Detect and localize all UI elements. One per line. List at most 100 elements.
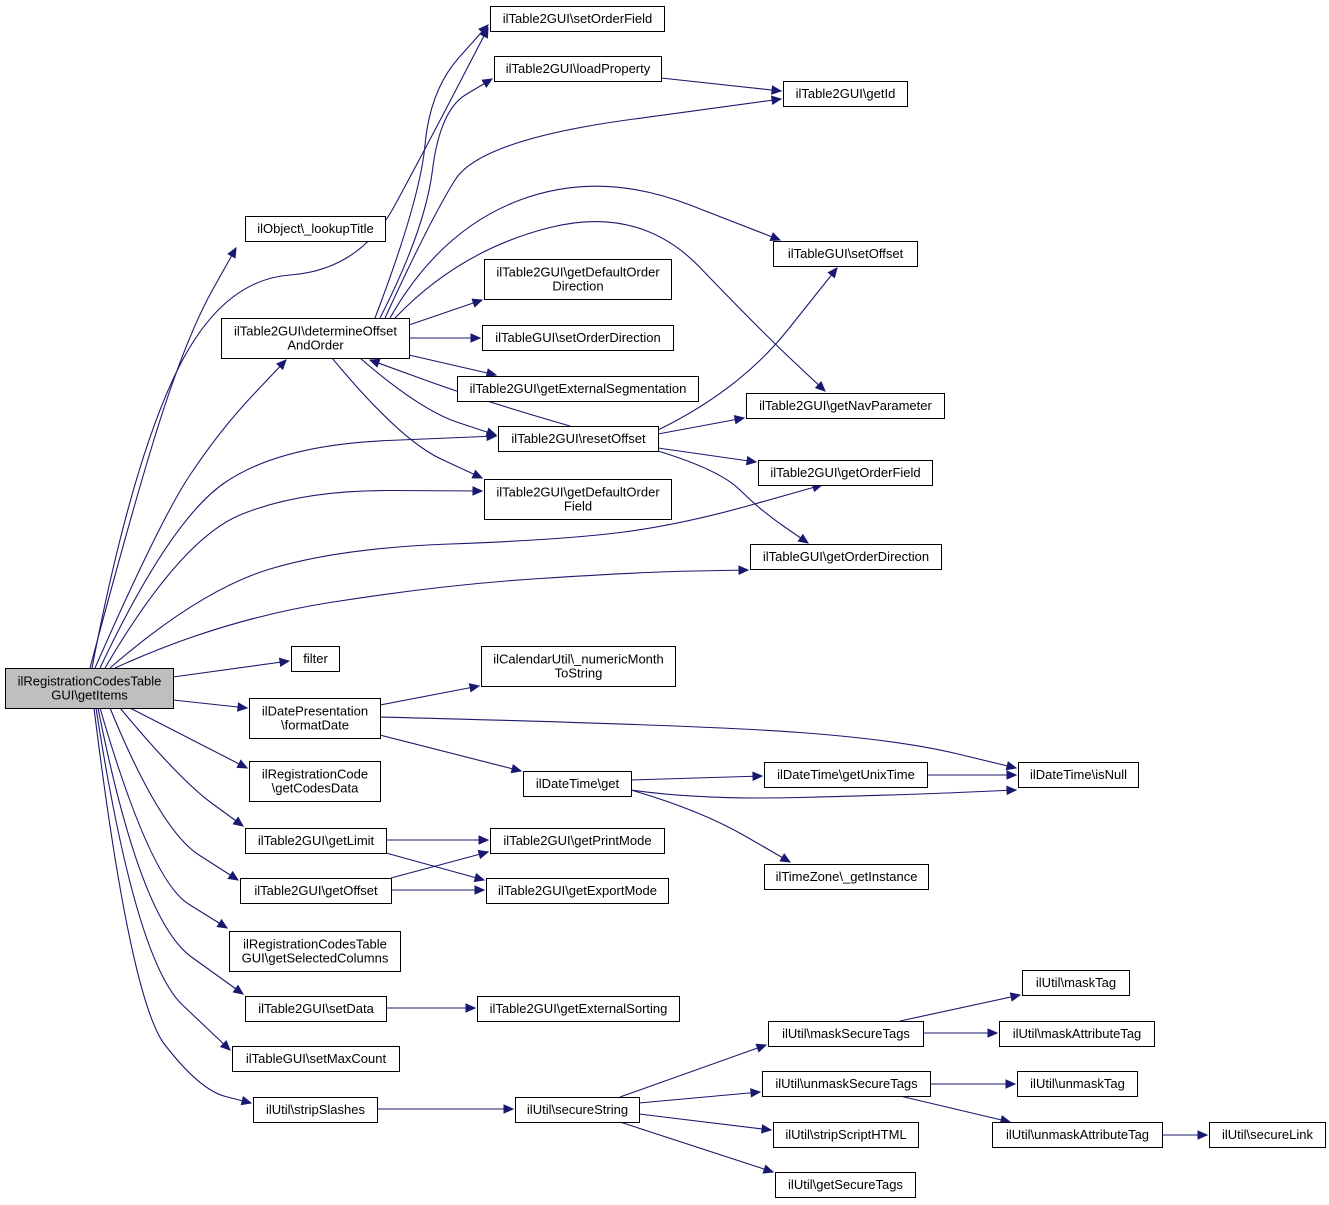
edge-stripSlashes-to-secureString [377, 1104, 515, 1114]
node-resetOffset[interactable]: ilTable2GUI\resetOffset [498, 426, 659, 452]
edge-line [657, 447, 757, 463]
node-setOffset[interactable]: ilTableGUI\setOffset [773, 241, 918, 267]
node-label: \getCodesData [272, 781, 359, 796]
node-stripSlashes[interactable]: ilUtil\stripSlashes [253, 1097, 378, 1123]
edge-line [379, 78, 493, 319]
node-getPrintMode[interactable]: ilTable2GUI\getPrintMode [490, 828, 665, 854]
node-label: ilTable2GUI\getLimit [258, 833, 375, 848]
node-filter[interactable]: filter [291, 646, 340, 672]
node-unmaskSecureTags[interactable]: ilUtil\unmaskSecureTags [762, 1071, 931, 1097]
arrowhead [752, 771, 764, 782]
node-label: ilUtil\unmaskTag [1030, 1076, 1125, 1091]
node-formatDate[interactable]: ilDatePresentation\formatDate [249, 698, 381, 739]
node-getId[interactable]: ilTable2GUI\getId [783, 81, 908, 107]
edge-line [114, 569, 749, 669]
edge-line [379, 716, 1017, 769]
node-maskSecureTags[interactable]: ilUtil\maskSecureTags [768, 1021, 924, 1047]
arrowhead [1005, 1079, 1017, 1089]
node-getLimit[interactable]: ilTable2GUI\getLimit [245, 828, 387, 854]
node-box [498, 426, 659, 452]
edge-determineOffset-to-setOrderField [374, 24, 489, 319]
node-getCodesData[interactable]: ilRegistrationCode\getCodesData [249, 761, 381, 802]
node-getSelectedColumns[interactable]: ilRegistrationCodesTableGUI\getSelectedC… [229, 931, 401, 972]
node-maskTag[interactable]: ilUtil\maskTag [1022, 970, 1130, 996]
edge-getOffset-to-getExportMode [391, 885, 486, 895]
edge-resetOffset-to-getOrderField [657, 447, 758, 466]
arrowhead [473, 872, 486, 883]
edge-line [104, 489, 483, 669]
node-stripScriptHTML[interactable]: ilUtil\stripScriptHTML [773, 1122, 919, 1148]
arrowhead [478, 24, 489, 36]
node-setData[interactable]: ilTable2GUI\setData [245, 996, 387, 1022]
node-getExternalSegmentation[interactable]: ilTable2GUI\getExternalSegmentation [457, 376, 699, 402]
node-setOrderField[interactable]: ilTable2GUI\setOrderField [490, 6, 665, 32]
arrowhead [1006, 785, 1018, 796]
node-getOrderDirection[interactable]: ilTableGUI\getOrderDirection [750, 544, 942, 570]
arrowhead [232, 816, 244, 827]
node-box [515, 1097, 640, 1123]
arrowhead [237, 702, 249, 712]
node-label: ilUtil\maskSecureTags [782, 1026, 910, 1041]
arrowhead [468, 683, 481, 693]
node-loadProperty[interactable]: ilTable2GUI\loadProperty [494, 56, 662, 82]
arrowhead [240, 1096, 253, 1106]
node-label: ilDateTime\getUnixTime [777, 767, 915, 782]
node-unmaskAttributeTag[interactable]: ilUtil\unmaskAttributeTag [992, 1122, 1163, 1148]
arrowhead [771, 85, 783, 95]
node-getExternalSorting[interactable]: ilTable2GUI\getExternalSorting [477, 996, 680, 1022]
node-isNull[interactable]: ilDateTime\isNull [1018, 762, 1139, 788]
arrowhead [471, 298, 484, 308]
edge-root-to-determineOffset [94, 359, 287, 669]
arrowhead [770, 95, 783, 106]
node-secureString[interactable]: ilUtil\secureString [515, 1097, 640, 1123]
node-label: ilTableGUI\setMaxCount [246, 1051, 387, 1066]
node-box [482, 325, 674, 351]
arrowhead [227, 246, 237, 259]
node-box [783, 81, 908, 107]
node-box [775, 1172, 916, 1198]
node-label: ilTable2GUI\getExportMode [498, 883, 657, 898]
node-setOrderDirection[interactable]: ilTableGUI\setOrderDirection [482, 325, 674, 351]
edge-line [331, 357, 483, 479]
edge-line [630, 789, 791, 863]
edge-line [109, 707, 239, 881]
node-label: ilTable2GUI\getExternalSegmentation [470, 381, 687, 396]
edge-setData-to-getExternalSorting [386, 1003, 477, 1013]
node-label: ilTable2GUI\getOffset [254, 883, 378, 898]
arrowhead [1197, 1130, 1209, 1140]
node-setMaxCount[interactable]: ilTableGUI\setMaxCount [232, 1046, 400, 1072]
node-label: \formatDate [281, 718, 349, 733]
edge-unmaskSecureTags-to-unmaskAttributeTag [899, 1095, 1012, 1125]
node-getExportMode[interactable]: ilTable2GUI\getExportMode [486, 878, 669, 904]
node-lookupTitle[interactable]: ilObject\_lookupTitle [245, 216, 386, 242]
node-unmaskTag[interactable]: ilUtil\unmaskTag [1017, 1071, 1138, 1097]
node-getUnixTime[interactable]: ilDateTime\getUnixTime [764, 762, 928, 788]
node-label: ilTable2GUI\getId [796, 86, 896, 101]
edge-secureString-to-maskSecureTags [619, 1043, 768, 1098]
edge-line [389, 185, 781, 319]
edge-line [657, 417, 745, 435]
node-maskAttributeTag[interactable]: ilUtil\maskAttributeTag [999, 1021, 1155, 1047]
node-label: ToString [555, 666, 603, 681]
edge-line [390, 851, 489, 879]
node-getOffset[interactable]: ilTable2GUI\getOffset [240, 878, 392, 904]
node-getSecureTags[interactable]: ilUtil\getSecureTags [775, 1172, 916, 1198]
node-label: ilTable2GUI\getNavParameter [759, 398, 932, 413]
node-getNavParameter[interactable]: ilTable2GUI\getNavParameter [746, 393, 945, 419]
node-secureLink[interactable]: ilUtil\secureLink [1209, 1122, 1326, 1148]
arrowhead [1009, 992, 1022, 1002]
node-box [773, 241, 918, 267]
edge-root-to-lookupTitle [89, 246, 237, 669]
node-label: ilTable2GUI\getDefaultOrder [496, 485, 660, 500]
edge-line [657, 450, 809, 544]
node-dtGet[interactable]: ilDateTime\get [523, 771, 632, 797]
edge-line [94, 359, 287, 669]
node-getInstance[interactable]: ilTimeZone\_getInstance [764, 864, 929, 890]
edge-line [97, 707, 244, 995]
node-getOrderField[interactable]: ilTable2GUI\getOrderField [758, 460, 933, 486]
